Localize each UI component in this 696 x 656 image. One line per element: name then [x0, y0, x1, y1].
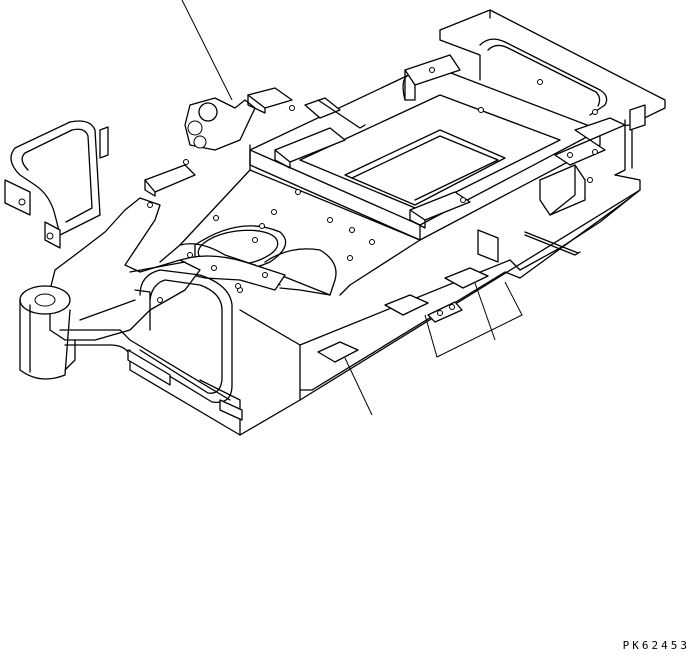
boom-foot-boss [19, 285, 71, 380]
left-lug [144, 87, 293, 197]
leader-bottom-right-b [474, 282, 496, 341]
leader-top [181, 0, 233, 101]
bolt-holes [147, 67, 598, 303]
leader-lines [181, 0, 523, 416]
deck-brackets [274, 97, 471, 229]
leader-bottom-center [344, 357, 373, 416]
lower-step-guard [59, 269, 243, 421]
right-brackets [524, 117, 626, 256]
base-frame [129, 174, 641, 436]
leader-bottom-right-a [424, 281, 523, 358]
center-well [159, 144, 421, 296]
left-handrail [4, 120, 109, 249]
left-arm [49, 197, 201, 371]
drawing-code: PK62453 [622, 639, 690, 652]
floor-pads [317, 229, 499, 363]
